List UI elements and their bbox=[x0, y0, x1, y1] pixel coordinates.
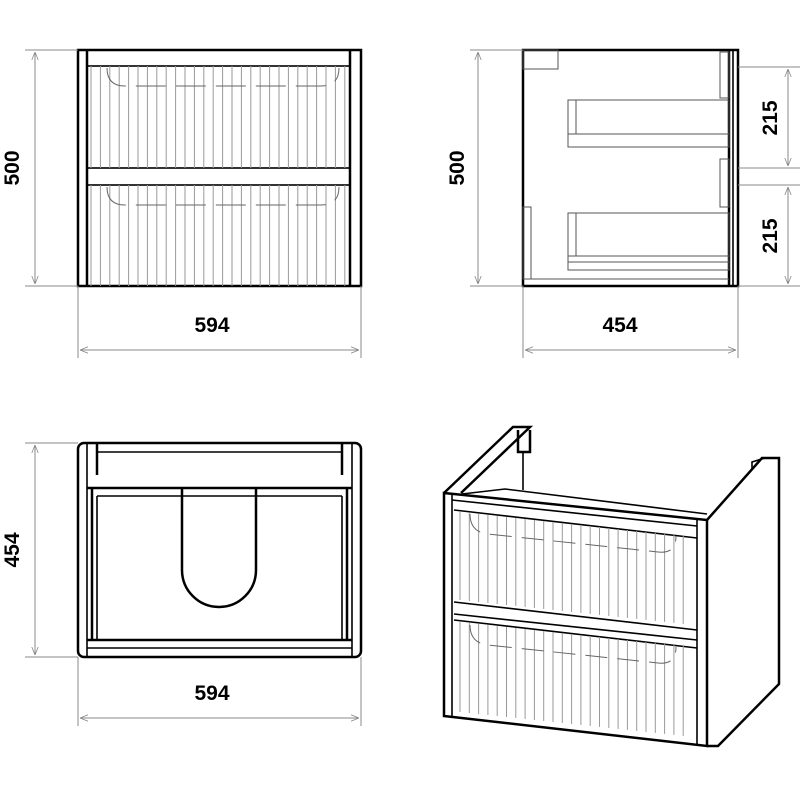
top-rail bbox=[86, 49, 351, 67]
side-view: 500 454 215 215 bbox=[446, 48, 800, 358]
front-view: 500 594 bbox=[1, 48, 363, 358]
siphon-cutout bbox=[180, 488, 258, 609]
handle-groove-lower bbox=[106, 186, 340, 206]
drawer-upper-front bbox=[90, 66, 346, 168]
isometric-view bbox=[442, 425, 781, 748]
handle-groove-upper bbox=[106, 67, 340, 87]
drawer-lower-front bbox=[90, 185, 346, 286]
upper-drawer-height-label: 215 bbox=[759, 100, 782, 135]
front-width-label: 594 bbox=[194, 314, 229, 337]
middle-rail bbox=[86, 167, 351, 186]
side-depth-label: 454 bbox=[602, 314, 637, 337]
front-height-label: 500 bbox=[1, 150, 24, 185]
lower-drawer-height-label: 215 bbox=[759, 218, 782, 253]
side-height-label: 500 bbox=[446, 150, 469, 185]
top-width-label: 594 bbox=[194, 682, 229, 705]
top-depth-label: 454 bbox=[1, 532, 24, 567]
isometric-drawer-flutes bbox=[459, 512, 684, 736]
top-view: 454 594 bbox=[1, 441, 363, 726]
